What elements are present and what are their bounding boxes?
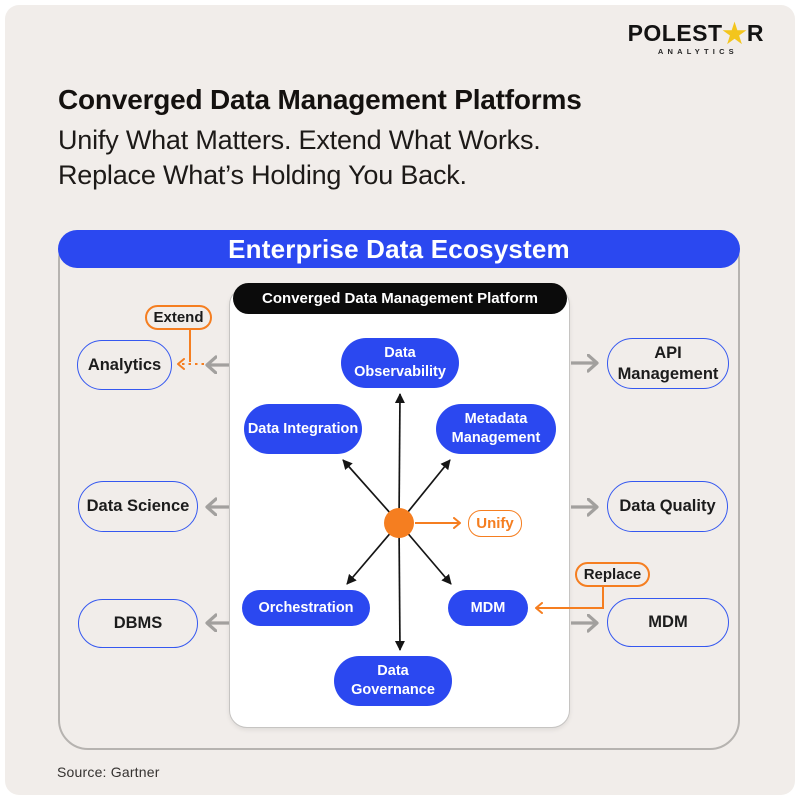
page-subtitle: Unify What Matters. Extend What Works. R… bbox=[58, 123, 582, 193]
logo-text-suffix: R bbox=[746, 20, 764, 46]
headline-block: Converged Data Management Platforms Unif… bbox=[58, 84, 582, 193]
node-data-integration: Data Integration bbox=[244, 404, 362, 454]
subtitle-line-1: Unify What Matters. Extend What Works. bbox=[58, 125, 541, 155]
platform-header: Converged Data Management Platform bbox=[233, 283, 567, 314]
node-data-science: Data Science bbox=[78, 481, 198, 532]
node-metadata-management: Metadata Management bbox=[436, 404, 556, 454]
node-mdm-internal: MDM bbox=[448, 590, 528, 626]
logo-wordmark: POLEST ★ R bbox=[627, 15, 764, 51]
node-analytics: Analytics bbox=[77, 340, 172, 390]
logo-tagline: ANALYTICS bbox=[657, 47, 738, 56]
annotation-connectors bbox=[177, 330, 604, 614]
node-data-quality: Data Quality bbox=[607, 481, 728, 532]
replace-tag: Replace bbox=[575, 562, 650, 587]
node-orchestration: Orchestration bbox=[242, 590, 370, 626]
hub-dot bbox=[384, 508, 414, 538]
node-mdm-external: MDM bbox=[607, 598, 729, 647]
node-data-observability: Data Observability bbox=[341, 338, 459, 388]
ecosystem-header: Enterprise Data Ecosystem bbox=[58, 230, 740, 268]
node-dbms: DBMS bbox=[78, 599, 198, 648]
node-api-management: API Management bbox=[607, 338, 729, 389]
replace-elbow-arrow bbox=[535, 587, 604, 614]
extend-tag: Extend bbox=[145, 305, 212, 330]
logo-text-prefix: POLEST bbox=[627, 20, 723, 46]
node-data-governance: Data Governance bbox=[334, 656, 452, 706]
page-title: Converged Data Management Platforms bbox=[58, 84, 582, 115]
polestar-logo: POLEST ★ R ANALYTICS bbox=[627, 15, 764, 57]
external-arrows bbox=[207, 363, 597, 623]
star-icon: ★ bbox=[720, 15, 749, 51]
source-note: Source: Gartner bbox=[57, 764, 160, 780]
subtitle-line-2: Replace What’s Holding You Back. bbox=[58, 160, 467, 190]
unify-tag: Unify bbox=[468, 510, 522, 537]
